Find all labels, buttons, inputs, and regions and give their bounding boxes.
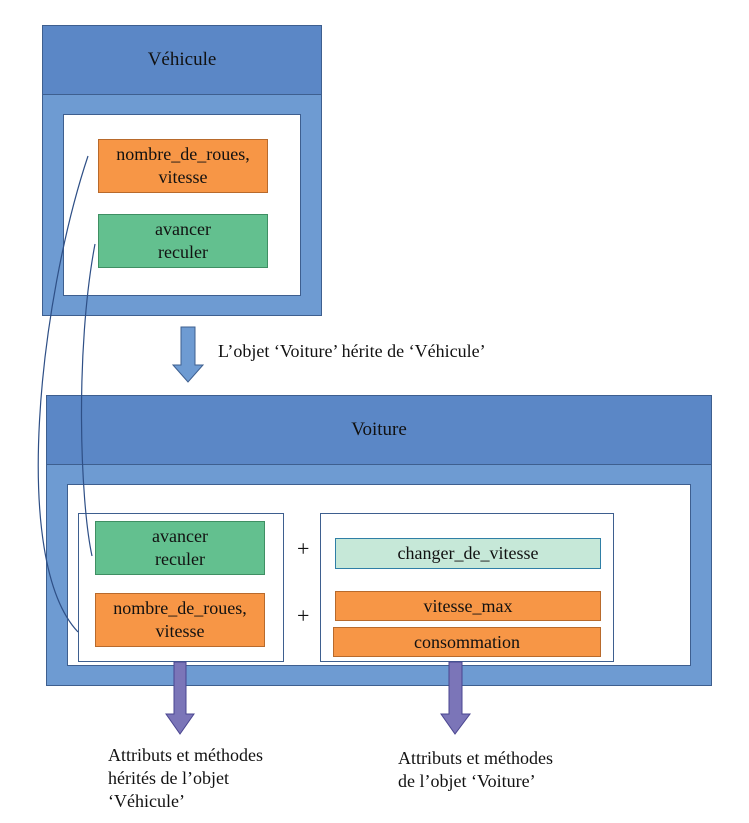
own-attribute-label-1: vitesse_max bbox=[423, 595, 513, 616]
vehicule-header: Véhicule bbox=[42, 25, 322, 95]
voiture-inherited-attributes-box: nombre_de_roues, vitesse bbox=[95, 593, 265, 647]
voiture-title: Voiture bbox=[351, 419, 407, 440]
voiture-inherited-method-2: reculer bbox=[155, 549, 205, 569]
plus-sign-attributes: + bbox=[297, 603, 310, 628]
own-method-box: changer_de_vitesse bbox=[335, 538, 601, 569]
caption-inherited-line-1: Attributs et méthodes bbox=[108, 745, 263, 765]
voiture-inherited-attribute-2: vitesse bbox=[155, 621, 205, 641]
voiture-inherited-attribute-1: nombre_de_roues, bbox=[113, 598, 247, 618]
vehicule-attribute-1: nombre_de_roues, bbox=[116, 144, 250, 164]
vehicule-title: Véhicule bbox=[147, 49, 217, 70]
own-method-label: changer_de_vitesse bbox=[397, 543, 539, 563]
own-attribute-label-2: consommation bbox=[414, 631, 520, 652]
own-attribute-box-1: vitesse_max bbox=[335, 591, 601, 621]
caption-inherited: Attributs et méthodes hérités de l’objet… bbox=[108, 744, 263, 813]
own-attribute-box-2: consommation bbox=[333, 627, 601, 657]
vehicule-methods-box: avancer reculer bbox=[98, 214, 268, 268]
inheritance-label: L’objet ‘Voiture’ hérite de ‘Véhicule’ bbox=[218, 341, 486, 361]
caption-own: Attributs et méthodes de l’objet ‘Voitur… bbox=[398, 747, 553, 793]
plus-sign-methods: + bbox=[297, 536, 310, 561]
vehicule-attributes-box: nombre_de_roues, vitesse bbox=[98, 139, 268, 193]
voiture-header: Voiture bbox=[46, 395, 712, 465]
voiture-inherited-methods-box: avancer reculer bbox=[95, 521, 265, 575]
inheritance-arrow bbox=[171, 326, 205, 383]
caption-inherited-line-2: hérités de l’objet bbox=[108, 768, 229, 788]
vehicule-method-2: reculer bbox=[158, 242, 208, 262]
caption-own-line-2: de l’objet ‘Voiture’ bbox=[398, 771, 536, 791]
vehicule-attribute-2: vitesse bbox=[158, 167, 208, 187]
caption-inherited-line-3: ‘Véhicule’ bbox=[108, 791, 185, 811]
caption-own-line-1: Attributs et méthodes bbox=[398, 748, 553, 768]
voiture-inherited-method-1: avancer bbox=[152, 526, 208, 546]
vehicule-method-1: avancer bbox=[155, 219, 211, 239]
